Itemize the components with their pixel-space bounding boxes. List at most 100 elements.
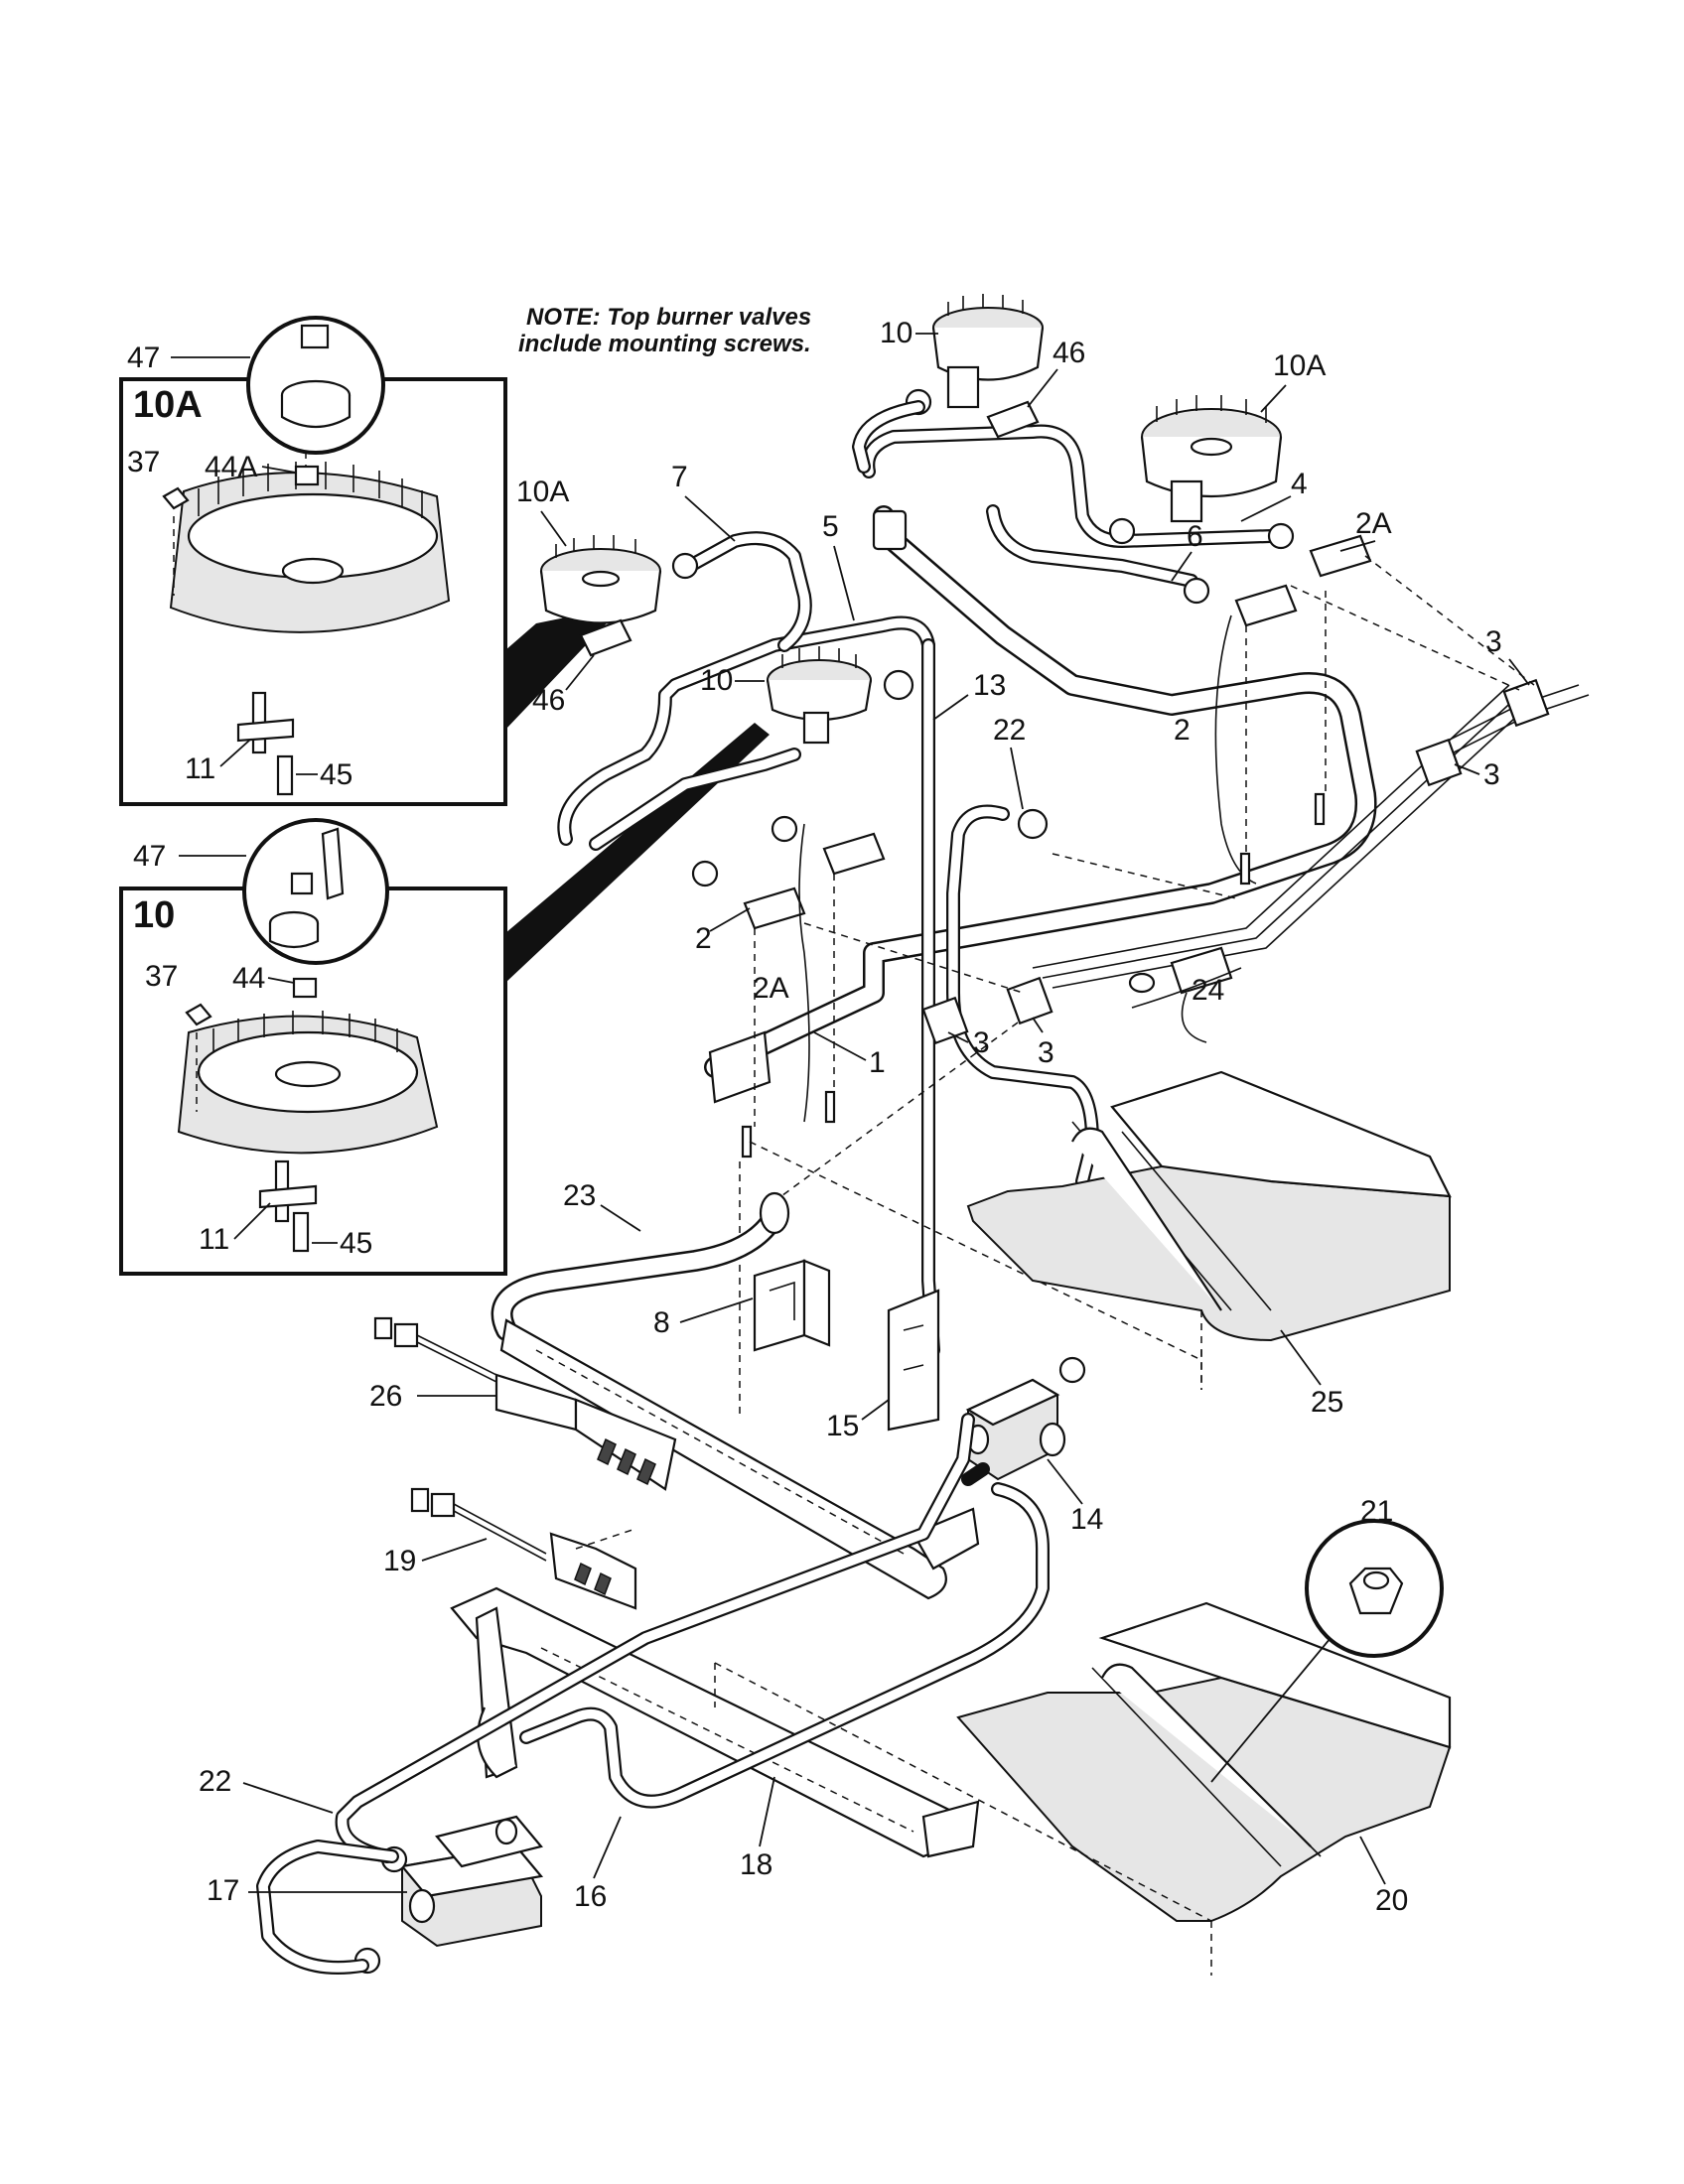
callout-19: 19: [383, 1545, 416, 1577]
screw-shank-47-10: [321, 827, 345, 900]
screw-head-47-10a: [300, 324, 330, 349]
callout-2-left: 2: [695, 922, 712, 955]
heat-shield-25: [966, 1070, 1452, 1390]
broil-burner-18: [450, 1586, 980, 1858]
callout-10a-mid: 10A: [516, 476, 569, 508]
callout-8: 8: [653, 1306, 670, 1339]
heat-shield-20: [714, 1601, 1452, 1976]
manifold-cap: [872, 509, 908, 551]
callout-46-mid: 46: [532, 684, 565, 717]
orifice-holder-2a-left: [822, 832, 886, 876]
callout-11-10: 11: [199, 1223, 229, 1256]
screw-right-2: [1314, 792, 1326, 826]
fitting-14: [1058, 1356, 1086, 1384]
screw-37-10: [185, 1003, 212, 1026]
fitting-10-mid: [883, 669, 914, 701]
callout-4: 4: [1291, 468, 1308, 500]
oven-burner-23-bracket: [912, 1507, 980, 1570]
screw-45-10: [292, 1211, 310, 1253]
callout-44: 44: [232, 962, 265, 995]
callout-18: 18: [740, 1848, 772, 1881]
callout-1: 1: [869, 1046, 886, 1079]
callout-25: 25: [1311, 1386, 1343, 1419]
cap-ring-body-10a: [280, 395, 351, 428]
inset-box-10: 10 47 37 44 11 45: [119, 818, 507, 1276]
callout-44a: 44A: [205, 451, 257, 483]
burner-10a-right: [1140, 395, 1283, 523]
inset-circle-21: [1210, 1519, 1444, 1783]
fitting-4: [1108, 517, 1136, 545]
callout-10-top: 10: [880, 317, 912, 349]
burner-10-mid: [766, 646, 873, 745]
callout-2-mid: 2: [1174, 714, 1191, 747]
inset-title-10a: 10A: [133, 384, 203, 426]
callout-21: 21: [1360, 1495, 1393, 1528]
igniter-19: [410, 1487, 637, 1610]
callout-23: 23: [563, 1179, 596, 1212]
callout-37-10: 37: [145, 960, 178, 993]
inset-title-10: 10: [133, 894, 175, 936]
oven-burner-23-body: [499, 1318, 947, 1600]
bracket-3-c: [1006, 976, 1053, 1025]
fitting-left-2: [771, 815, 798, 843]
note-line-2: include mounting screws.: [518, 331, 811, 357]
burner-10-top: [852, 294, 1045, 474]
fitting-left-1: [691, 860, 719, 887]
fitting-6: [1183, 577, 1210, 605]
note-text: NOTE: Top burner valves include mounting…: [518, 304, 811, 357]
callout-22-top: 22: [993, 714, 1026, 747]
orifice-holder-2-left: [743, 887, 806, 930]
callout-15: 15: [826, 1410, 859, 1442]
callout-3-a: 3: [1485, 625, 1502, 658]
screw-37-10a: [162, 486, 190, 510]
manifold-end-1: [708, 1030, 772, 1104]
callout-6: 6: [1187, 520, 1203, 553]
note-line-1: NOTE: Top burner valves: [526, 304, 811, 331]
orifice-holder-2a-right: [1309, 534, 1372, 578]
callout-47-10: 47: [133, 840, 166, 873]
burner-port-10: [274, 1060, 342, 1088]
fitting-24: [1170, 946, 1233, 995]
callout-17: 17: [207, 1874, 239, 1907]
callout-20: 20: [1375, 1884, 1408, 1917]
callout-37-10a: 37: [127, 446, 160, 478]
nut-24: [1128, 972, 1156, 994]
burner-port-10a: [281, 557, 345, 585]
callout-16: 16: [574, 1880, 607, 1913]
oven-burner-23: [491, 1191, 980, 1600]
screw-right-1: [1239, 852, 1251, 886]
orifice-holder-2-right: [1234, 584, 1298, 627]
callout-47-10a: 47: [127, 341, 160, 374]
callout-10a-right: 10A: [1273, 349, 1326, 382]
callout-46-top: 46: [1052, 337, 1085, 369]
bracket-46-mid: [579, 618, 632, 657]
screw-head-47-10: [290, 872, 314, 895]
inset-box-10a: 10A 47 37 44A 11 45: [119, 316, 507, 806]
bracket-11-10a: [236, 718, 295, 743]
callout-labels: 10 46 10A 4 2A 6 3 3 2 10A 7 5 46 10 13 …: [199, 317, 1530, 1917]
bracket-46-top: [986, 400, 1040, 439]
fitting-4-end: [1267, 522, 1295, 550]
screw-44a: [294, 465, 320, 486]
callout-3-b: 3: [1483, 758, 1500, 791]
callout-45-10: 45: [340, 1227, 372, 1260]
part-8-bracket: [753, 1259, 831, 1352]
cap-ring-body-10: [268, 923, 320, 949]
bracket-15: [887, 1289, 940, 1432]
callout-10-mid: 10: [700, 664, 733, 697]
fitting-7: [671, 552, 699, 580]
callout-2a-left: 2A: [753, 972, 789, 1005]
bracket-11-10: [258, 1184, 318, 1209]
clip-2-right: [1214, 614, 1257, 885]
fitting-22: [1017, 808, 1049, 840]
screw-45-10a: [276, 754, 294, 796]
projection-wedge-10: [505, 723, 770, 983]
manifold-assembly: [557, 388, 1590, 1420]
bracket-3-a: [1502, 678, 1550, 728]
callout-26: 26: [369, 1380, 402, 1413]
callout-3-d: 3: [973, 1026, 990, 1059]
wire-bundle-1: [1032, 684, 1510, 969]
bracket-3-b: [1415, 738, 1463, 787]
callout-11-10a: 11: [185, 752, 215, 785]
